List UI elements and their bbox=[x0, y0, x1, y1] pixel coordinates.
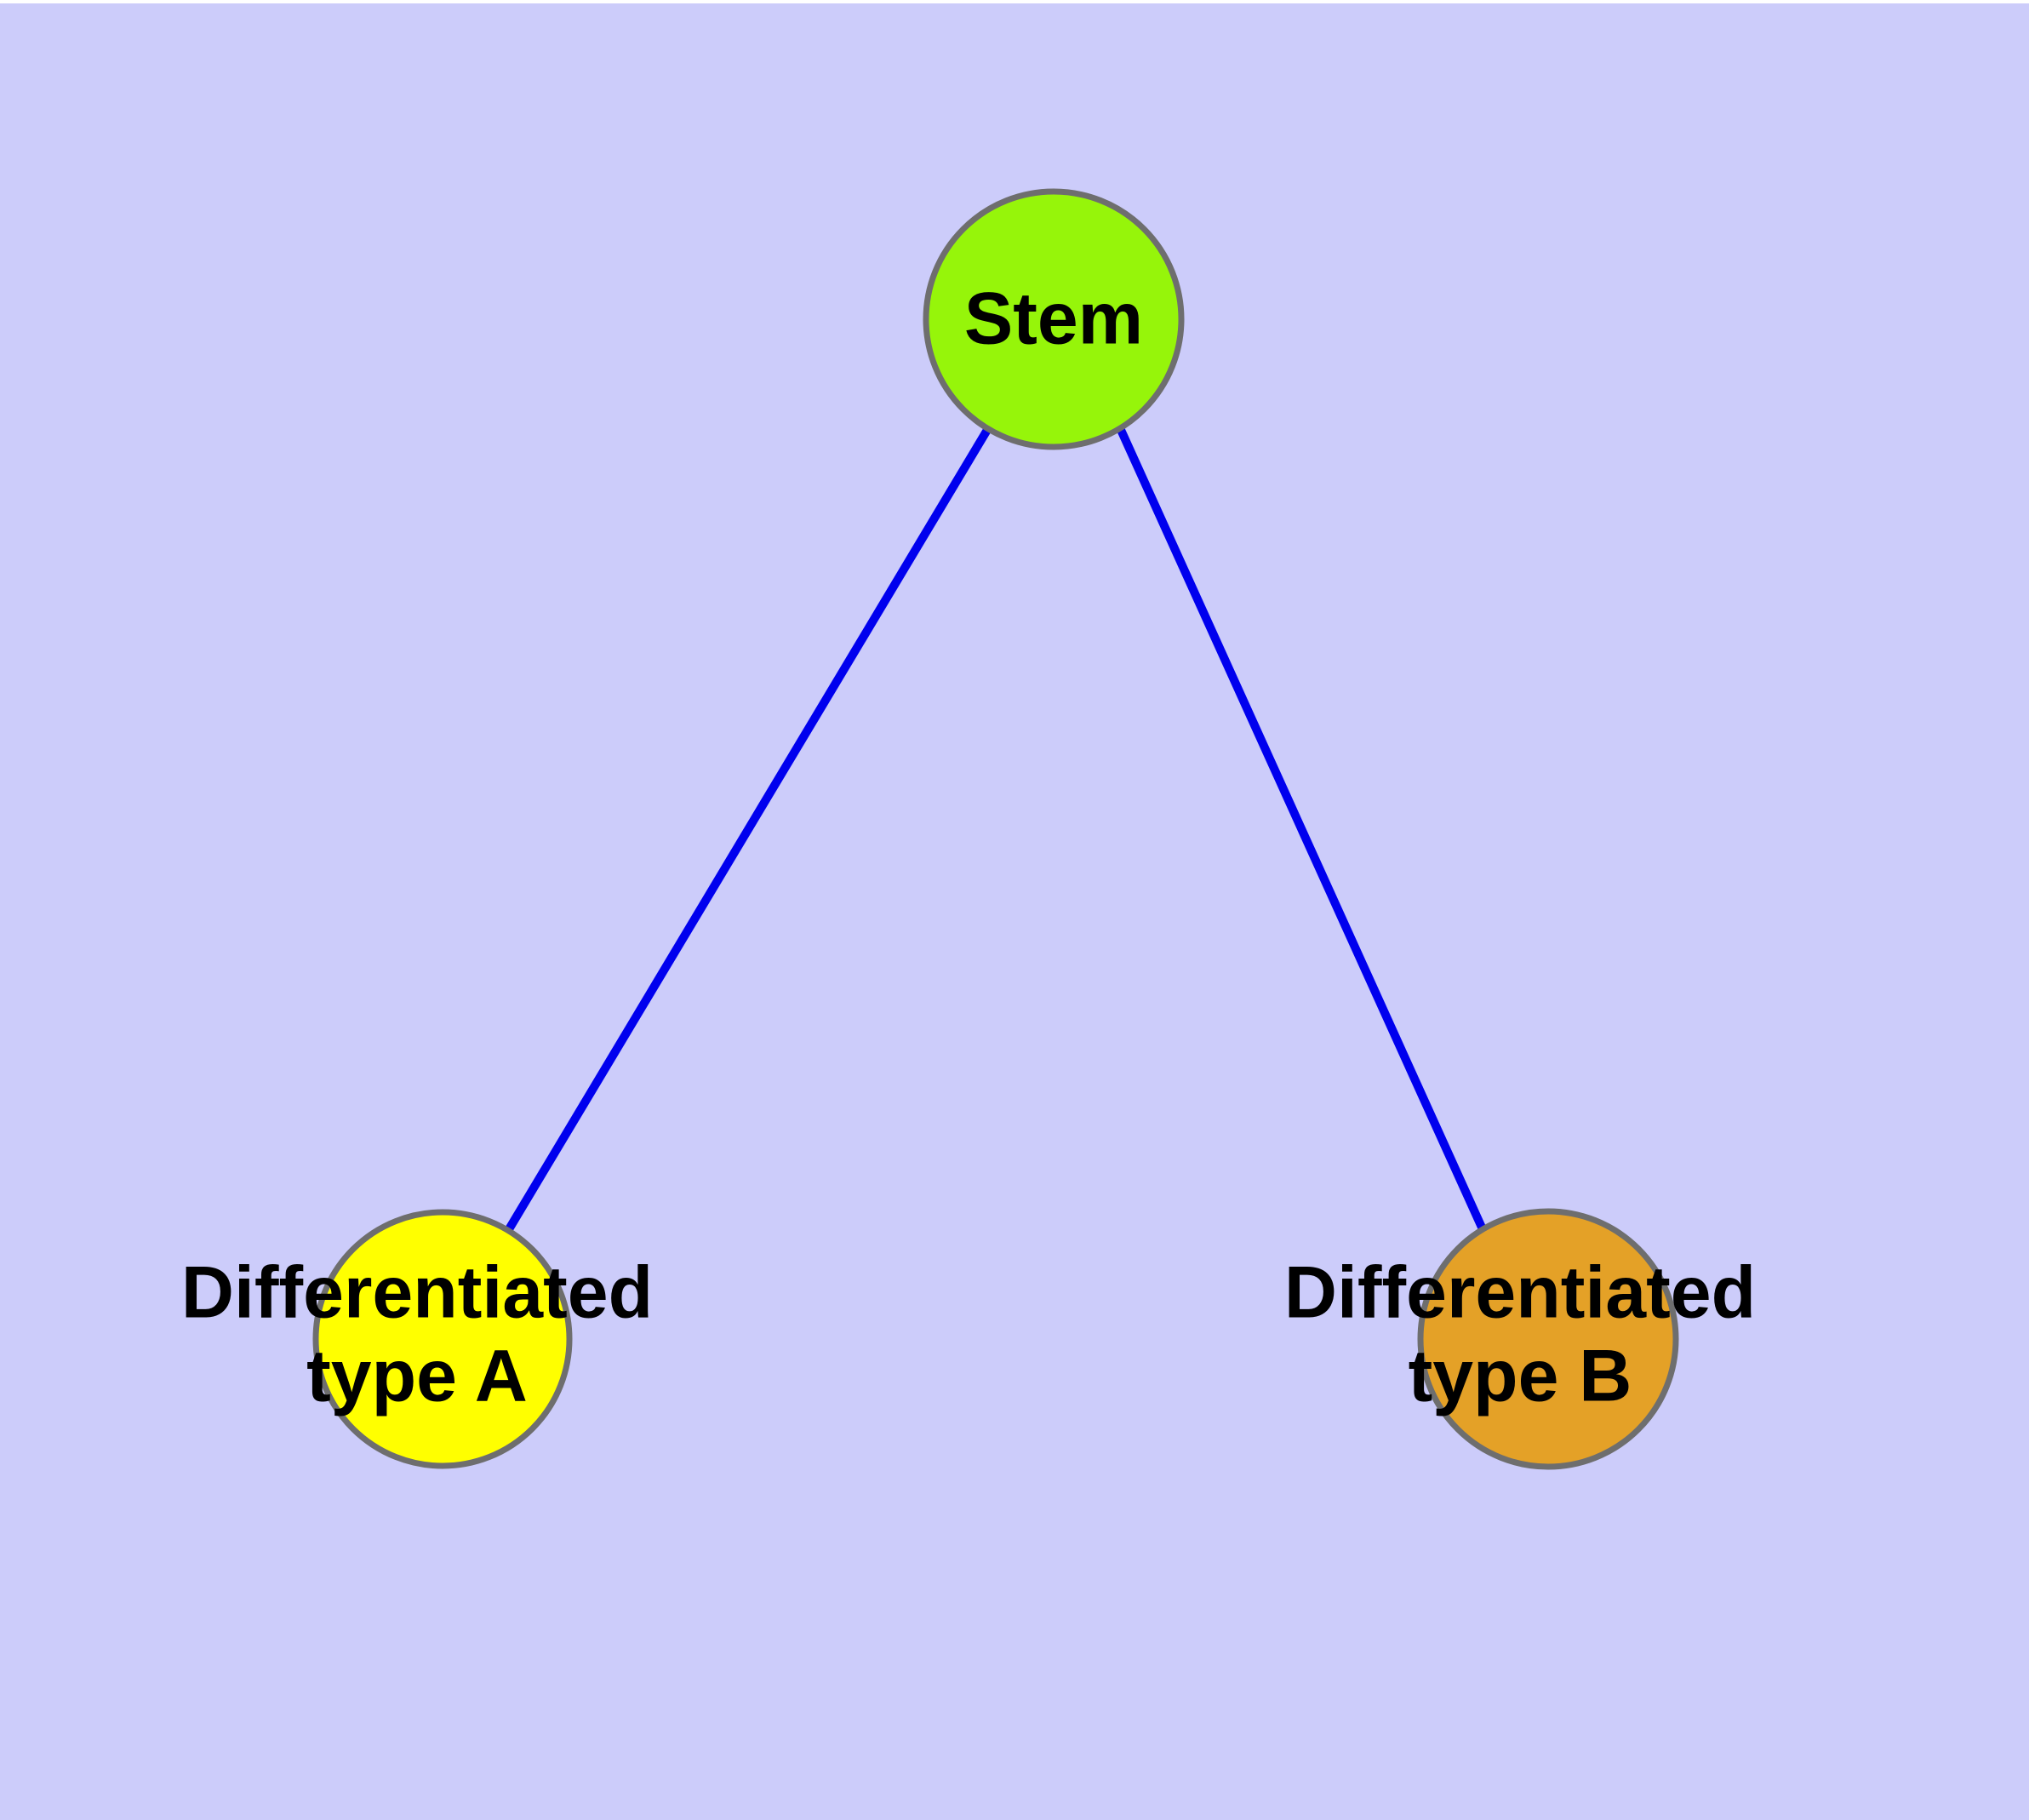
node-differentiated-type-b-circle[interactable] bbox=[1417, 1208, 1679, 1470]
node-stem-circle[interactable] bbox=[923, 188, 1185, 450]
node-stem[interactable]: Stem bbox=[923, 188, 1185, 450]
node-differentiated-type-b-label-line2: type B bbox=[1409, 1336, 1632, 1417]
node-differentiated-type-a-label-line2: type A bbox=[306, 1336, 528, 1417]
node-stem-label: Stem bbox=[964, 278, 1143, 360]
edge-stem-to-differentiated-type-a[interactable] bbox=[505, 427, 992, 1232]
top-border-strip bbox=[0, 0, 2029, 3]
node-differentiated-type-a-label-line1: Differentiated bbox=[181, 1252, 653, 1334]
node-differentiated-type-a-circle[interactable] bbox=[312, 1209, 573, 1469]
edge-group bbox=[505, 427, 1487, 1232]
node-differentiated-type-a[interactable] bbox=[312, 1209, 573, 1469]
label-overlay-group: Differentiated type A Differentiated typ… bbox=[181, 1252, 1756, 1417]
node-group: Stem bbox=[312, 188, 1679, 1470]
node-differentiated-type-b[interactable] bbox=[1417, 1208, 1679, 1470]
edge-stem-to-differentiated-type-b[interactable] bbox=[1117, 427, 1487, 1232]
node-differentiated-type-b-label-line1: Differentiated bbox=[1284, 1252, 1756, 1334]
